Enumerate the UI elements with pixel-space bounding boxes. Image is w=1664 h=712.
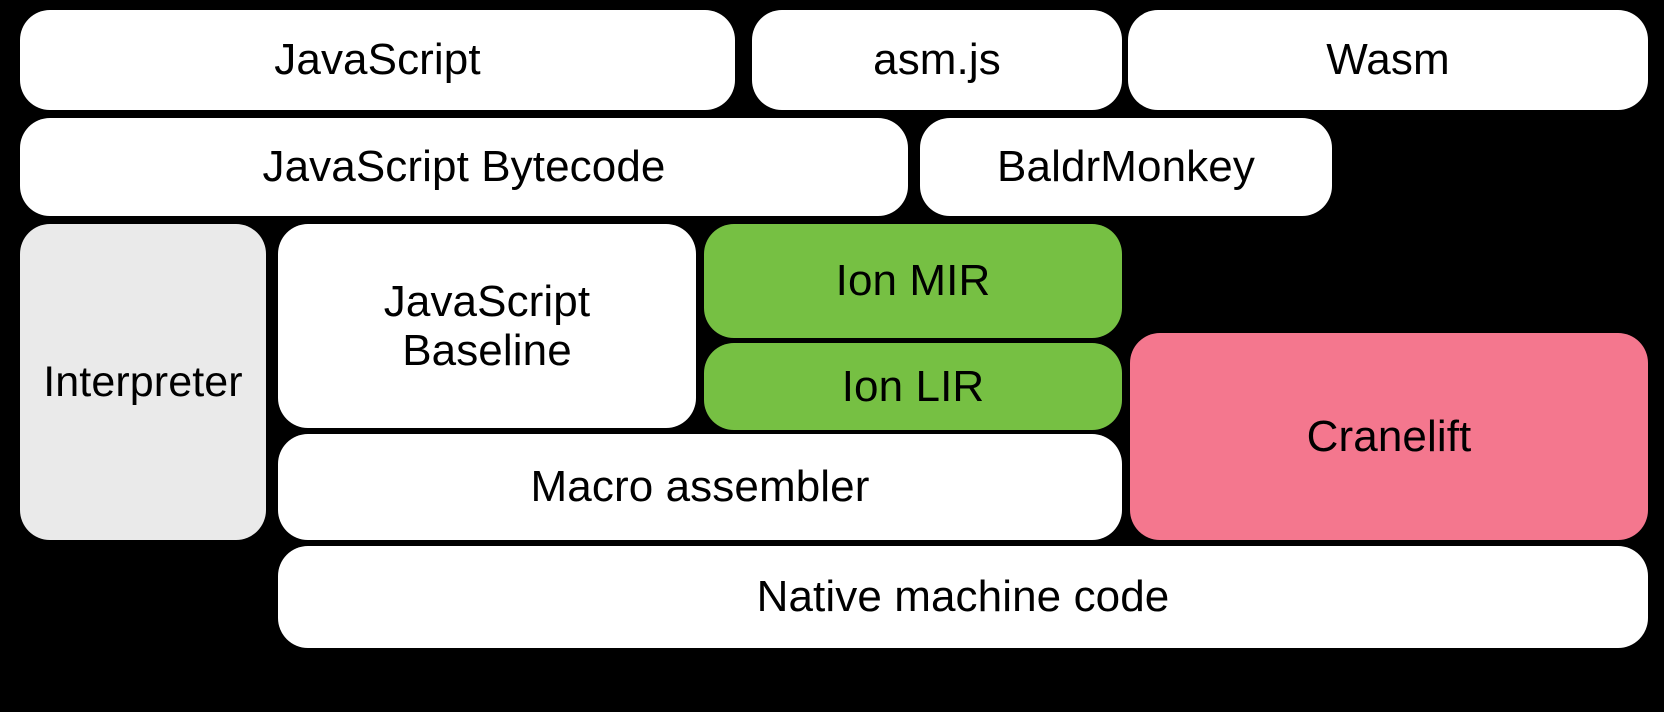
node-javascript-bytecode: JavaScript Bytecode [20, 118, 908, 216]
node-interpreter: Interpreter [20, 224, 266, 540]
node-asm-js: asm.js [752, 10, 1122, 110]
node-wasm: Wasm [1128, 10, 1648, 110]
node-macro-assembler: Macro assembler [278, 434, 1122, 540]
node-javascript-baseline: JavaScript Baseline [278, 224, 696, 428]
node-native-machine-code: Native machine code [278, 546, 1648, 648]
node-ion-mir: Ion MIR [704, 224, 1122, 338]
node-cranelift: Cranelift [1130, 333, 1648, 540]
node-baldrmonkey: BaldrMonkey [920, 118, 1332, 216]
node-ion-lir: Ion LIR [704, 343, 1122, 430]
node-javascript: JavaScript [20, 10, 735, 110]
